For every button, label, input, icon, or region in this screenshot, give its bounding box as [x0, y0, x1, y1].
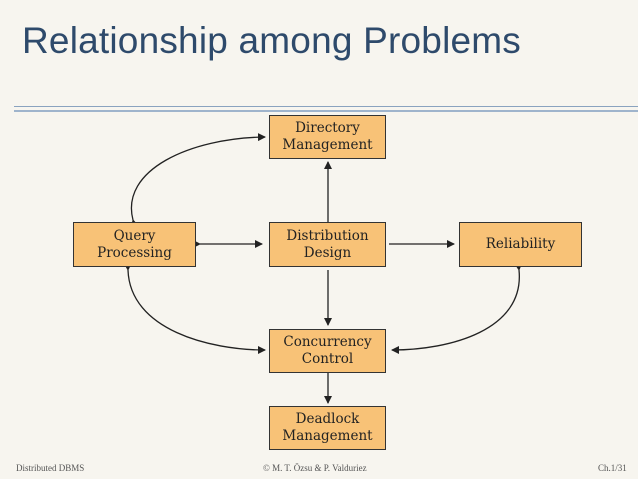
footer-page-number: Ch.1/31 — [598, 463, 627, 473]
curve-reliability-concurrency — [391, 262, 523, 354]
title-divider-secondary — [14, 110, 638, 112]
node-concurrency-control: Concurrency Control — [269, 329, 386, 373]
slide-title: Relationship among Problems — [22, 20, 521, 61]
footer-course: Distributed DBMS — [16, 463, 85, 473]
title-divider — [14, 106, 638, 107]
curve-query-directory — [130, 133, 266, 228]
node-distribution-design: Distribution Design — [269, 222, 386, 267]
footer-copyright: © M. T. Özsu & P. Valduriez — [263, 463, 367, 473]
node-query-processing: Query Processing — [73, 222, 196, 267]
curve-query-concurrency — [123, 262, 266, 354]
node-reliability: Reliability — [459, 222, 582, 267]
node-directory-management: Directory Management — [269, 115, 386, 159]
node-deadlock-management: Deadlock Management — [269, 406, 386, 450]
